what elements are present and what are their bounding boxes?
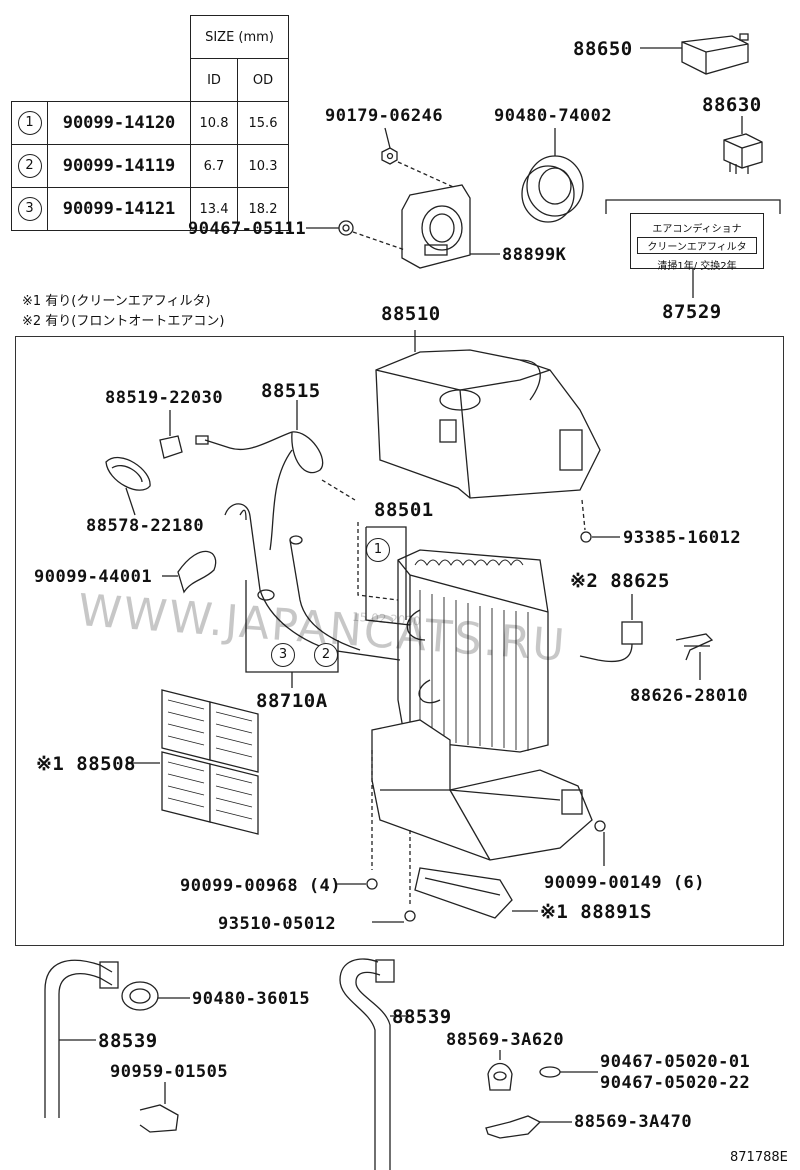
row-number: 1 — [17, 111, 42, 135]
row-part-number: 90099-14121 — [47, 187, 191, 231]
callout-3: 3 — [271, 643, 295, 667]
relay-block-88650-icon — [681, 33, 749, 75]
size-header: SIZE (mm) — [190, 15, 289, 59]
hose-size-table: SIZE (mm) ID OD 1 90099-14120 10.8 15.6 … — [11, 15, 289, 231]
seal-plate-88899K-icon — [401, 184, 471, 269]
dashed-leader — [581, 499, 586, 531]
grommet-90480-icon — [521, 155, 584, 223]
clamp-90959-icon — [139, 1104, 179, 1133]
label-88519-22030: 88519-22030 — [105, 388, 224, 408]
row-od: 15.6 — [237, 101, 289, 145]
grommet-90480-36015-icon — [121, 981, 159, 1011]
label-90099-44001: 90099-44001 — [34, 567, 153, 587]
clamp-88569-3a470-icon — [485, 1115, 542, 1139]
clip-88519-icon — [159, 435, 183, 459]
sleeve-88578-icon — [105, 456, 151, 491]
bracket-line — [365, 527, 411, 626]
label-90480-36015: 90480-36015 — [192, 989, 311, 1009]
row-part-number: 90099-14119 — [47, 144, 191, 188]
clip-90467-icon — [338, 220, 354, 236]
dashed-leader — [397, 161, 461, 191]
suction-pipe-88710A-icon — [224, 503, 401, 661]
size-row: 2 90099-14119 6.7 10.3 — [11, 144, 289, 188]
label-88626-28010: 88626-28010 — [630, 686, 749, 706]
row-od: 18.2 — [237, 187, 289, 231]
bracket-line — [605, 199, 781, 214]
size-row: 1 90099-14120 10.8 15.6 — [11, 101, 289, 145]
filter-88508-icon — [161, 689, 259, 835]
label-88625: ※2 88625 — [570, 570, 670, 592]
note-1: ※1 有り(クリーンエアフィルタ) — [22, 294, 211, 309]
row-id: 6.7 — [190, 144, 238, 188]
label-93385-16012: 93385-16012 — [623, 528, 742, 548]
diagram-code: 871788E — [730, 1150, 788, 1165]
callout-2: 2 — [314, 643, 338, 667]
bracket-line — [366, 526, 407, 620]
label-90467-05020-01: 90467-05020-01 — [600, 1052, 751, 1072]
dashed-leader — [321, 479, 356, 501]
row-number: 2 — [17, 154, 42, 178]
screw-90099-00968-icon — [366, 878, 378, 890]
clip-88626-icon — [675, 633, 714, 661]
dashed-leader — [352, 231, 406, 251]
label-88569-3A620: 88569-3A620 — [446, 1030, 565, 1050]
thermistor-88515-icon — [195, 431, 324, 551]
upper-unit-case-icon — [375, 349, 601, 499]
label-line-1: エアコンディショナ — [652, 224, 742, 235]
drain-hose-88539b-icon — [339, 958, 395, 1170]
sensor-88625-icon — [579, 594, 643, 663]
drain-hose-88539a-icon — [44, 959, 119, 1118]
label-87529: 87529 — [662, 301, 722, 323]
screw-90099-00149-icon — [594, 820, 606, 832]
relay-88630-icon — [723, 133, 763, 174]
label-88578-22180: 88578-22180 — [86, 516, 205, 536]
label-88891S: ※1 88891S — [540, 901, 652, 923]
label-88650: 88650 — [573, 38, 633, 60]
label-88539-left: 88539 — [98, 1030, 158, 1052]
evaporator-assembly-frame — [15, 336, 784, 946]
row-number: 3 — [17, 197, 42, 221]
label-88630: 88630 — [702, 94, 762, 116]
evaporator-88501-icon — [397, 549, 549, 753]
label-88569-3A470: 88569-3A470 — [574, 1112, 693, 1132]
note-2: ※2 有り(フロントオートエアコン) — [22, 314, 225, 329]
clip-90467-05020-icon — [539, 1066, 561, 1078]
leader-line — [125, 487, 136, 516]
label-90959-01505: 90959-01505 — [110, 1062, 229, 1082]
row-id: 10.8 — [190, 101, 238, 145]
oring-90099-44001-icon — [177, 550, 217, 594]
label-88508: ※1 88508 — [36, 753, 136, 775]
label-90099-00968: 90099-00968 (4) — [180, 876, 342, 896]
leader-line — [384, 127, 391, 149]
label-90179-06246: 90179-06246 — [325, 106, 444, 126]
lower-unit-case-icon — [371, 719, 593, 861]
nut-90179-icon — [381, 147, 398, 165]
dashed-leader — [357, 522, 399, 601]
label-88501: 88501 — [374, 499, 434, 521]
label-93510-05012: 93510-05012 — [218, 914, 337, 934]
label-line-2: クリーンエアフィルタ — [637, 237, 757, 254]
label-88515: 88515 — [261, 380, 321, 402]
screw-93385-icon — [580, 531, 592, 543]
label-88510: 88510 — [381, 303, 441, 325]
label-88710A: 88710A — [256, 690, 328, 712]
label-line-3: 清掃1年/ 交換2年 — [657, 261, 737, 272]
screw-93510-icon — [404, 910, 416, 922]
label-88899K: 88899K — [502, 245, 567, 265]
callout-1: 1 — [366, 538, 390, 562]
label-90467-05020-22: 90467-05020-22 — [600, 1073, 751, 1093]
size-row: 3 90099-14121 13.4 18.2 — [11, 187, 289, 231]
plate-88891S-icon — [414, 867, 513, 919]
row-part-number: 90099-14120 — [47, 101, 191, 145]
row-od: 10.3 — [237, 144, 289, 188]
row-id: 13.4 — [190, 187, 238, 231]
label-90480-74002: 90480-74002 — [494, 106, 613, 126]
label-90099-00149: 90099-00149 (6) — [544, 873, 706, 893]
label-88539-right: 88539 — [392, 1006, 452, 1028]
filter-service-label: エアコンディショナ クリーンエアフィルタ 清掃1年/ 交換2年 — [630, 213, 764, 272]
clamp-88569-3a620-icon — [487, 1062, 513, 1091]
label-90467-05111: 90467-05111 — [188, 219, 307, 239]
